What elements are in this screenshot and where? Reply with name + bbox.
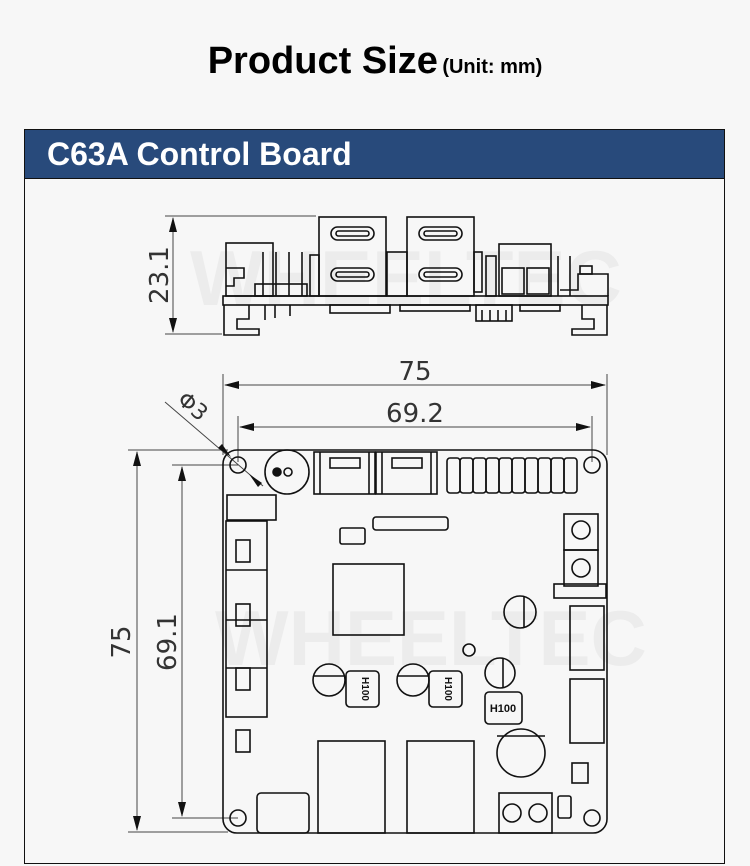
- pin-header-3x4: [256, 792, 310, 834]
- buzzer: [264, 449, 310, 495]
- watermark-top: WHEELTEC: [215, 594, 647, 682]
- side-height-label: 23.1: [145, 246, 175, 304]
- mounting-hole: [583, 456, 601, 474]
- top-view: [222, 449, 608, 834]
- usb-c-receptacle: [317, 740, 386, 834]
- push-button: [563, 549, 599, 587]
- push-button: [563, 513, 599, 551]
- capacitor: [312, 663, 346, 697]
- jst-connector-top: [375, 451, 438, 495]
- inductor: [484, 691, 523, 725]
- side-terminal-block: [498, 243, 552, 297]
- inductor: [345, 670, 380, 708]
- mounting-hole: [229, 809, 247, 827]
- capacitor: [484, 657, 516, 689]
- hole-spacing-height-label: 69.1: [153, 613, 183, 671]
- panel-heading: C63A Control Board: [47, 136, 352, 172]
- capacitor: [503, 595, 537, 629]
- crystal: [339, 527, 366, 545]
- panel-header: C63A Control Board: [25, 130, 724, 179]
- inductor-label: H100: [490, 703, 516, 715]
- unit-note: (Unit: mm): [442, 56, 543, 78]
- page-title-main: Product Size: [207, 40, 438, 82]
- watermark-side: WHEELTEC: [190, 234, 622, 322]
- inductor-label: H100: [359, 677, 370, 701]
- jst-connector-right: [569, 605, 605, 671]
- pin-header-1x7: [372, 516, 449, 531]
- pin-header-2x10: [446, 457, 578, 494]
- jst-connector-left-stack: [225, 520, 268, 718]
- overall-width-label: 75: [398, 357, 431, 387]
- jst-connector-top: [313, 451, 376, 495]
- top-dimensions: [128, 374, 608, 833]
- usb-c-receptacle: [406, 740, 475, 834]
- inductor-label: H100: [442, 677, 453, 701]
- hole-diameter-label: Φ3: [172, 387, 212, 426]
- hole-spacing-width-label: 69.2: [386, 399, 444, 429]
- mounting-hole: [229, 456, 247, 474]
- overall-height-label: 75: [107, 625, 137, 658]
- mcu-chip: [332, 563, 405, 636]
- terminal-block: [498, 792, 553, 834]
- side-height-dimension: [165, 215, 316, 335]
- capacitor-large: [496, 728, 546, 778]
- mounting-hole: [583, 809, 601, 827]
- side-view: [222, 216, 609, 336]
- page-title: Product Size (Unit: mm): [0, 40, 750, 83]
- inductor: [428, 670, 463, 708]
- jst-connector-right: [569, 678, 605, 744]
